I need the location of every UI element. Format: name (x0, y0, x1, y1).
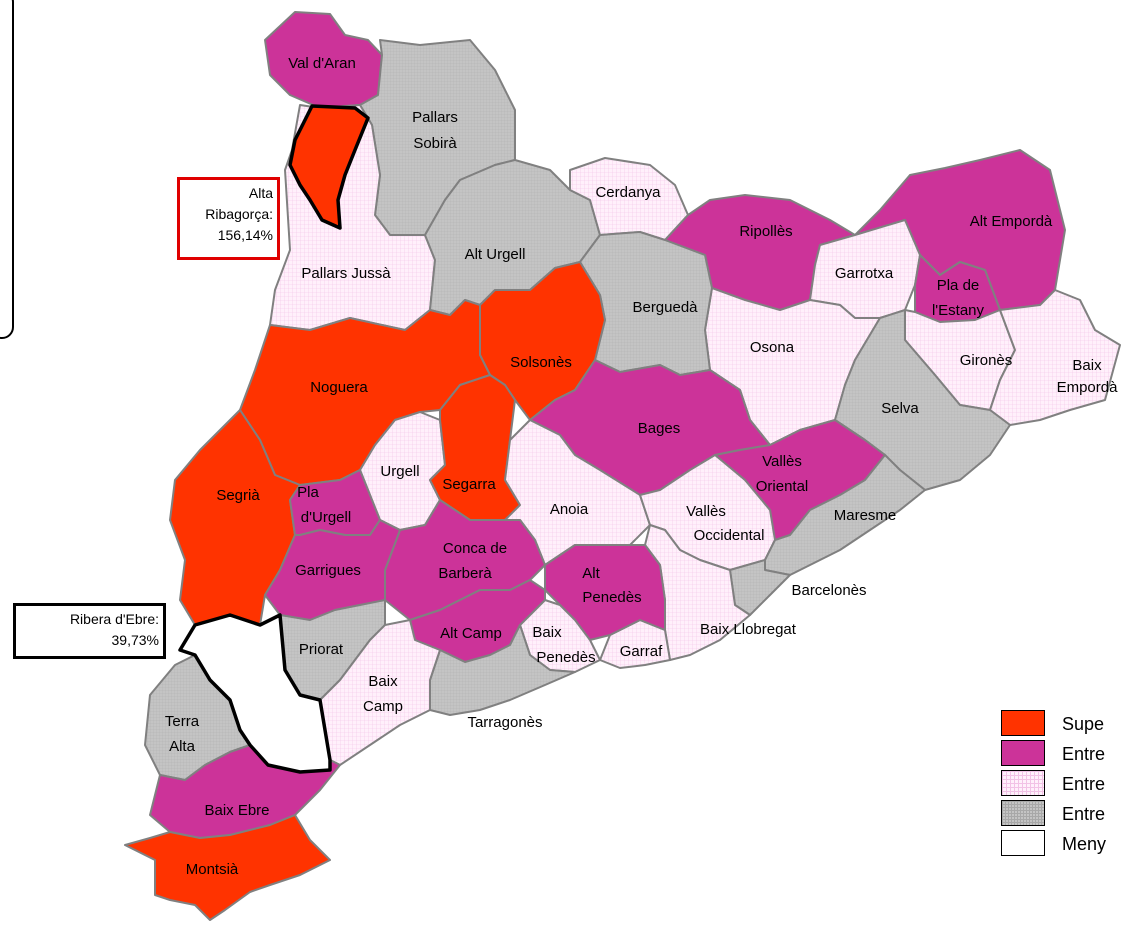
label-garrotxa: Garrotxa (835, 265, 894, 282)
legend-label-superior: Supe (1062, 714, 1105, 734)
label-pallars-sobira-1: Pallars (412, 109, 458, 126)
region-tarragones[interactable] (429, 624, 576, 716)
legend-label-entre-1: Entre (1062, 744, 1106, 764)
label-segria: Segrià (216, 487, 260, 504)
label-valles-occidental-1: Vallès (686, 503, 726, 520)
label-baix-camp-1: Baix (368, 673, 398, 690)
legend-row-superior: Supe (1001, 708, 1124, 738)
callout-alta-ribagorca-line1: Alta (248, 185, 273, 201)
region-baix-camp[interactable] (319, 619, 441, 766)
legend-label-entre-2: Entre (1062, 774, 1106, 794)
label-alt-camp: Alt Camp (440, 625, 502, 642)
label-alt-penedes-1: Alt (582, 565, 600, 582)
callout-alta-ribagorca-line3: 156,14% (217, 227, 273, 243)
legend-swatch-entre-3 (1001, 800, 1045, 826)
region-selva[interactable] (834, 309, 1011, 491)
label-anoia: Anoia (550, 501, 589, 518)
legend-row-menys: Meny (1001, 828, 1124, 858)
label-terra-alta-2: Alta (169, 738, 196, 755)
map-legend: Supe Entre Entre Entre Meny (1001, 708, 1124, 858)
label-tarragones: Tarragonès (467, 714, 542, 731)
legend-swatch-entre-1 (1001, 740, 1045, 766)
label-valles-oriental-2: Oriental (756, 478, 809, 495)
label-solsones: Solsonès (510, 354, 572, 371)
region-ribera-ebre[interactable] (178, 613, 332, 774)
label-conca-barbera-1: Conca de (443, 540, 507, 557)
callout-alta-ribagorca-line2: Ribagorça: (205, 206, 273, 222)
legend-label-entre-3: Entre (1062, 804, 1106, 824)
label-alt-penedes-2: Penedès (582, 589, 641, 606)
label-barcelones: Barcelonès (791, 582, 866, 599)
label-alt-urgell: Alt Urgell (465, 246, 526, 263)
label-baix-llobregat: Baix Llobregat (700, 621, 797, 638)
legend-swatch-entre-2 (1001, 770, 1045, 796)
label-valles-oriental-1: Vallès (762, 453, 802, 470)
label-terra-alta-1: Terra (165, 713, 200, 730)
label-bages: Bages (638, 420, 681, 437)
label-pla-estany-1: Pla de (937, 277, 980, 294)
label-conca-barbera-2: Barberà (438, 565, 492, 582)
label-cerdanya: Cerdanya (595, 184, 661, 201)
label-pla-urgell-2: d'Urgell (301, 509, 351, 526)
legend-row-entre-1: Entre (1001, 738, 1124, 768)
label-priorat: Priorat (299, 641, 344, 658)
label-val-daran: Val d'Aran (288, 55, 356, 72)
label-selva: Selva (881, 400, 919, 417)
label-ripolles: Ripollès (739, 223, 792, 240)
legend-label-menys: Meny (1062, 834, 1107, 854)
callout-ribera-ebre: Ribera d'Ebre: 39,73% (13, 603, 166, 659)
label-pallars-sobira-2: Sobirà (413, 135, 457, 152)
label-montsia: Montsià (186, 861, 239, 878)
label-pla-urgell-1: Pla (297, 484, 319, 501)
legend-row-entre-2: Entre (1001, 768, 1124, 798)
label-girones: Gironès (960, 352, 1013, 369)
label-valles-occidental-2: Occidental (694, 527, 765, 544)
label-noguera: Noguera (310, 379, 368, 396)
label-garrigues: Garrigues (295, 562, 361, 579)
label-alt-emporda: Alt Empordà (970, 213, 1053, 230)
label-pallars-jussa: Pallars Jussà (301, 265, 391, 282)
label-bergueda: Berguedà (632, 299, 698, 316)
label-osona: Osona (750, 339, 795, 356)
label-garraf: Garraf (620, 643, 663, 660)
label-pla-estany-2: l'Estany (932, 302, 985, 319)
label-segarra: Segarra (442, 476, 496, 493)
label-baix-ebre: Baix Ebre (204, 802, 269, 819)
region-baix-emporda[interactable] (989, 289, 1121, 426)
label-maresme: Maresme (834, 507, 897, 524)
callout-ribera-ebre-line1: Ribera d'Ebre: (69, 611, 159, 627)
region-alta-ribagorca[interactable] (288, 104, 370, 230)
label-urgell: Urgell (380, 463, 419, 480)
label-baix-penedes-2: Penedès (536, 649, 595, 666)
label-baix-emporda-1: Baix (1072, 357, 1102, 374)
region-montsia[interactable] (124, 814, 331, 921)
label-baix-camp-2: Camp (363, 698, 403, 715)
label-baix-emporda-2: Empordà (1057, 379, 1119, 396)
legend-swatch-menys (1001, 830, 1045, 856)
legend-row-entre-3: Entre (1001, 798, 1124, 828)
label-baix-penedes-1: Baix (532, 624, 562, 641)
callout-alta-ribagorca: Alta Ribagorça: 156,14% (177, 177, 280, 260)
legend-swatch-superior (1001, 710, 1045, 736)
callout-ribera-ebre-line2: 39,73% (111, 632, 159, 648)
region-garrigues[interactable] (264, 519, 401, 621)
